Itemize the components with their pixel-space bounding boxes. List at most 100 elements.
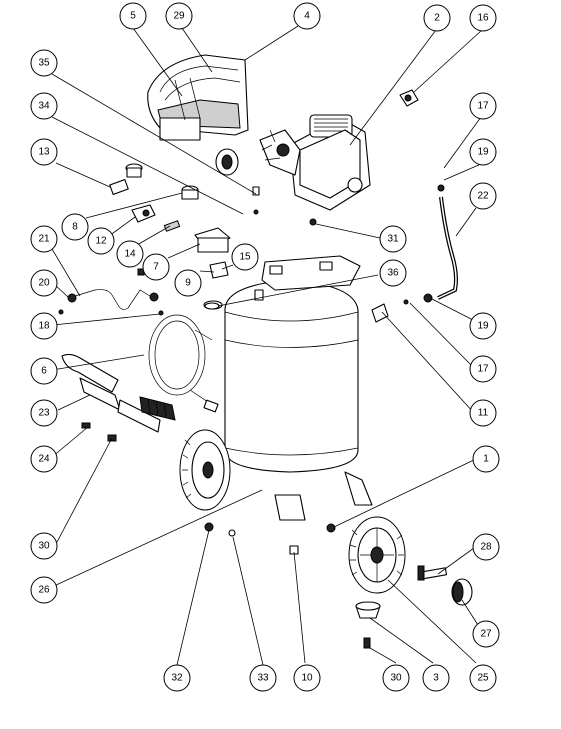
power-cord [148,314,219,413]
svg-text:5: 5 [130,11,136,22]
svg-text:24: 24 [38,454,50,465]
pressure-gauge-13 [109,163,199,200]
svg-text:8: 8 [72,222,78,233]
callout-17-bottom: 17 [469,355,497,383]
callout-11: 11 [469,399,497,427]
svg-text:11: 11 [478,408,489,419]
callout-33: 33 [249,664,277,692]
callout-14: 14 [116,240,144,268]
fitting-16 [399,89,419,107]
svg-text:6: 6 [41,366,47,377]
callout-27: 27 [472,620,500,648]
handle [61,353,176,433]
svg-text:30: 30 [390,673,402,684]
hardware-small [58,186,409,649]
svg-text:29: 29 [173,11,185,22]
callout-24: 24 [30,445,58,473]
callout-36: 36 [379,259,407,287]
svg-text:17: 17 [477,101,489,112]
svg-text:16: 16 [477,13,489,24]
discharge-tube [67,289,159,310]
axle-bolt [417,565,448,581]
belt-guard-shroud [147,54,249,141]
svg-text:26: 26 [38,585,50,596]
svg-text:14: 14 [124,249,136,260]
callout-30-left: 30 [30,532,58,560]
rubber-foot [355,601,381,619]
hub-cap [451,578,473,606]
callout-6: 6 [30,357,58,385]
svg-text:31: 31 [387,234,399,245]
svg-text:28: 28 [480,542,492,553]
svg-text:30: 30 [38,541,50,552]
callout-10: 10 [293,664,321,692]
callout-9: 9 [174,269,202,297]
callout-31: 31 [379,225,407,253]
svg-text:13: 13 [38,147,50,158]
svg-text:3: 3 [433,673,439,684]
motor-cover [215,148,239,176]
svg-text:7: 7 [153,262,159,273]
svg-text:9: 9 [185,278,191,289]
callout-8: 8 [61,213,89,241]
callout-17-top: 17 [469,92,497,120]
callout-30-bottom: 30 [382,664,410,692]
callout-29: 29 [165,2,193,30]
callout-4: 4 [293,2,321,30]
pressure-switch [194,227,231,253]
callout-20: 20 [30,269,58,297]
callout-1: 1 [472,445,500,473]
svg-text:36: 36 [387,268,399,279]
air-tank [203,255,373,521]
svg-text:25: 25 [477,673,489,684]
callout-26: 26 [30,576,58,604]
fitting-14 [163,220,181,232]
svg-text:2: 2 [434,13,440,24]
svg-text:10: 10 [301,673,313,684]
wheel-left [179,429,231,511]
svg-text:4: 4 [304,11,310,22]
wheel-25 [348,516,406,594]
svg-text:18: 18 [38,321,50,332]
check-valve [209,261,229,279]
svg-text:17: 17 [477,364,489,375]
svg-text:21: 21 [38,234,50,245]
svg-text:27: 27 [480,629,492,640]
callout-3: 3 [422,664,450,692]
svg-text:35: 35 [38,58,50,69]
svg-text:20: 20 [38,278,50,289]
callout-28: 28 [472,533,500,561]
callout-35: 35 [30,49,58,77]
callout-2: 2 [423,4,451,32]
svg-text:19: 19 [477,147,489,158]
callout-25: 25 [469,664,497,692]
svg-text:32: 32 [171,673,183,684]
svg-text:22: 22 [477,191,489,202]
svg-text:19: 19 [477,321,489,332]
leader-lines [51,25,483,666]
callout-32: 32 [163,664,191,692]
callout-12: 12 [87,227,115,255]
pump-motor-assembly [259,114,371,211]
svg-text:15: 15 [239,252,251,263]
callout-22: 22 [469,182,497,210]
hose [423,184,458,303]
callout-21: 21 [30,225,58,253]
callout-5: 5 [119,2,147,30]
callout-19-bottom: 19 [469,312,497,340]
regulator [131,204,156,223]
svg-text:12: 12 [95,236,107,247]
callout-7: 7 [142,253,170,281]
svg-text:34: 34 [38,101,50,112]
svg-text:1: 1 [483,454,489,465]
callout-23: 23 [30,399,58,427]
svg-text:23: 23 [38,408,50,419]
callout-13: 13 [30,138,58,166]
callout-18: 18 [30,312,58,340]
callout-16: 16 [469,4,497,32]
callout-34: 34 [30,92,58,120]
callout-15: 15 [231,243,259,271]
callout-19-top: 19 [469,138,497,166]
svg-text:33: 33 [257,673,269,684]
